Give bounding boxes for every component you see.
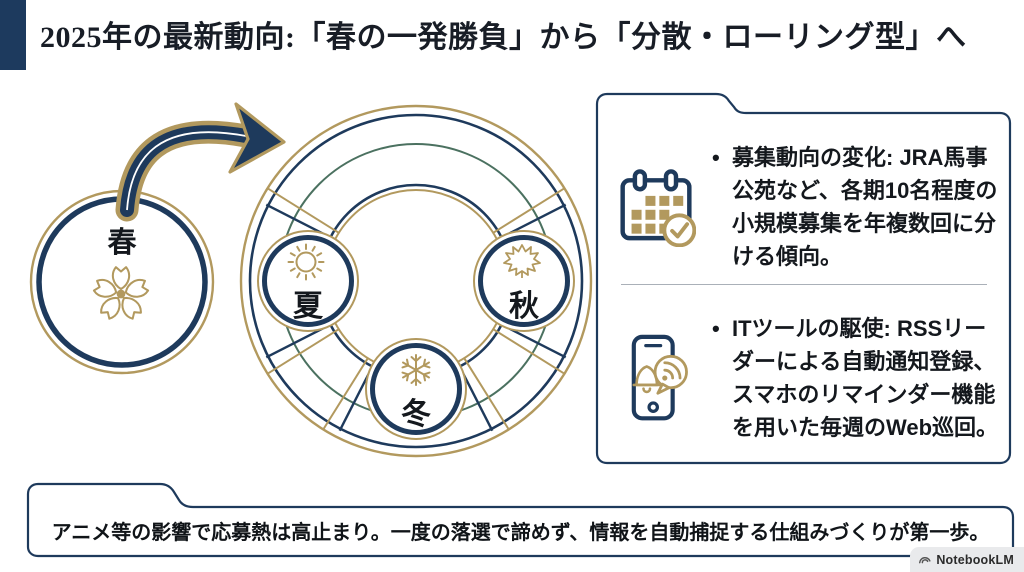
notebooklm-label: NotebookLM (936, 552, 1014, 567)
rss-bubble-icon (653, 354, 688, 395)
footer-text: アニメ等の影響で応募熱は高止まり。一度の落選で諦めず、情報を自動捕捉する仕組みづ… (51, 521, 990, 544)
panel-item-recruitment: • 募集動向の変化: JRA馬事公苑など、各期10名程度の小規模募集を年複数回に… (610, 132, 1006, 282)
autumn-label: 秋 (509, 290, 539, 323)
panel-divider (621, 284, 987, 285)
seasons-wheel: 夏 秋 (239, 104, 593, 458)
winter-label: 冬 (401, 398, 431, 431)
summer-circle: 夏 (257, 230, 359, 332)
title-accent-bar (0, 0, 26, 70)
panel-item-text: 募集動向の変化: JRA馬事公苑など、各期10名程度の小規模募集を年複数回に分け… (732, 145, 998, 269)
panel-item-it-tools: • ITツールの駆使: RSSリーダーによる自動通知登録、スマホのリマインダー機… (610, 303, 1006, 453)
segment-lines-gold (267, 187, 565, 430)
panel-item-text: ITツールの駆使: RSSリーダーによる自動通知登録、スマホのリマインダー機能を… (732, 316, 999, 440)
curved-arrow-icon (115, 102, 286, 222)
sakura-icon (92, 266, 150, 320)
winter-circle: 冬 (365, 338, 467, 440)
spring-circle: 春 (29, 189, 215, 375)
page-title: 2025年の最新動向:「春の一発勝負」から「分散・ローリング型」へ (40, 21, 967, 54)
footer-banner-border (26, 482, 1015, 558)
autumn-circle: 秋 (473, 230, 575, 332)
calendar-check-icon (620, 169, 696, 247)
notebooklm-badge: NotebookLM (910, 547, 1024, 572)
spring-label: 春 (107, 226, 137, 259)
info-panel-border (595, 92, 1012, 465)
maple-leaf-icon (503, 244, 541, 278)
sun-icon (287, 243, 325, 281)
notebooklm-logo-icon (919, 556, 931, 563)
bullet-point: • (712, 145, 720, 170)
summer-label: 夏 (293, 290, 324, 323)
bullet-point: • (712, 316, 720, 341)
snowflake-icon (401, 354, 431, 386)
phone-notification-rss-icon (631, 334, 688, 420)
